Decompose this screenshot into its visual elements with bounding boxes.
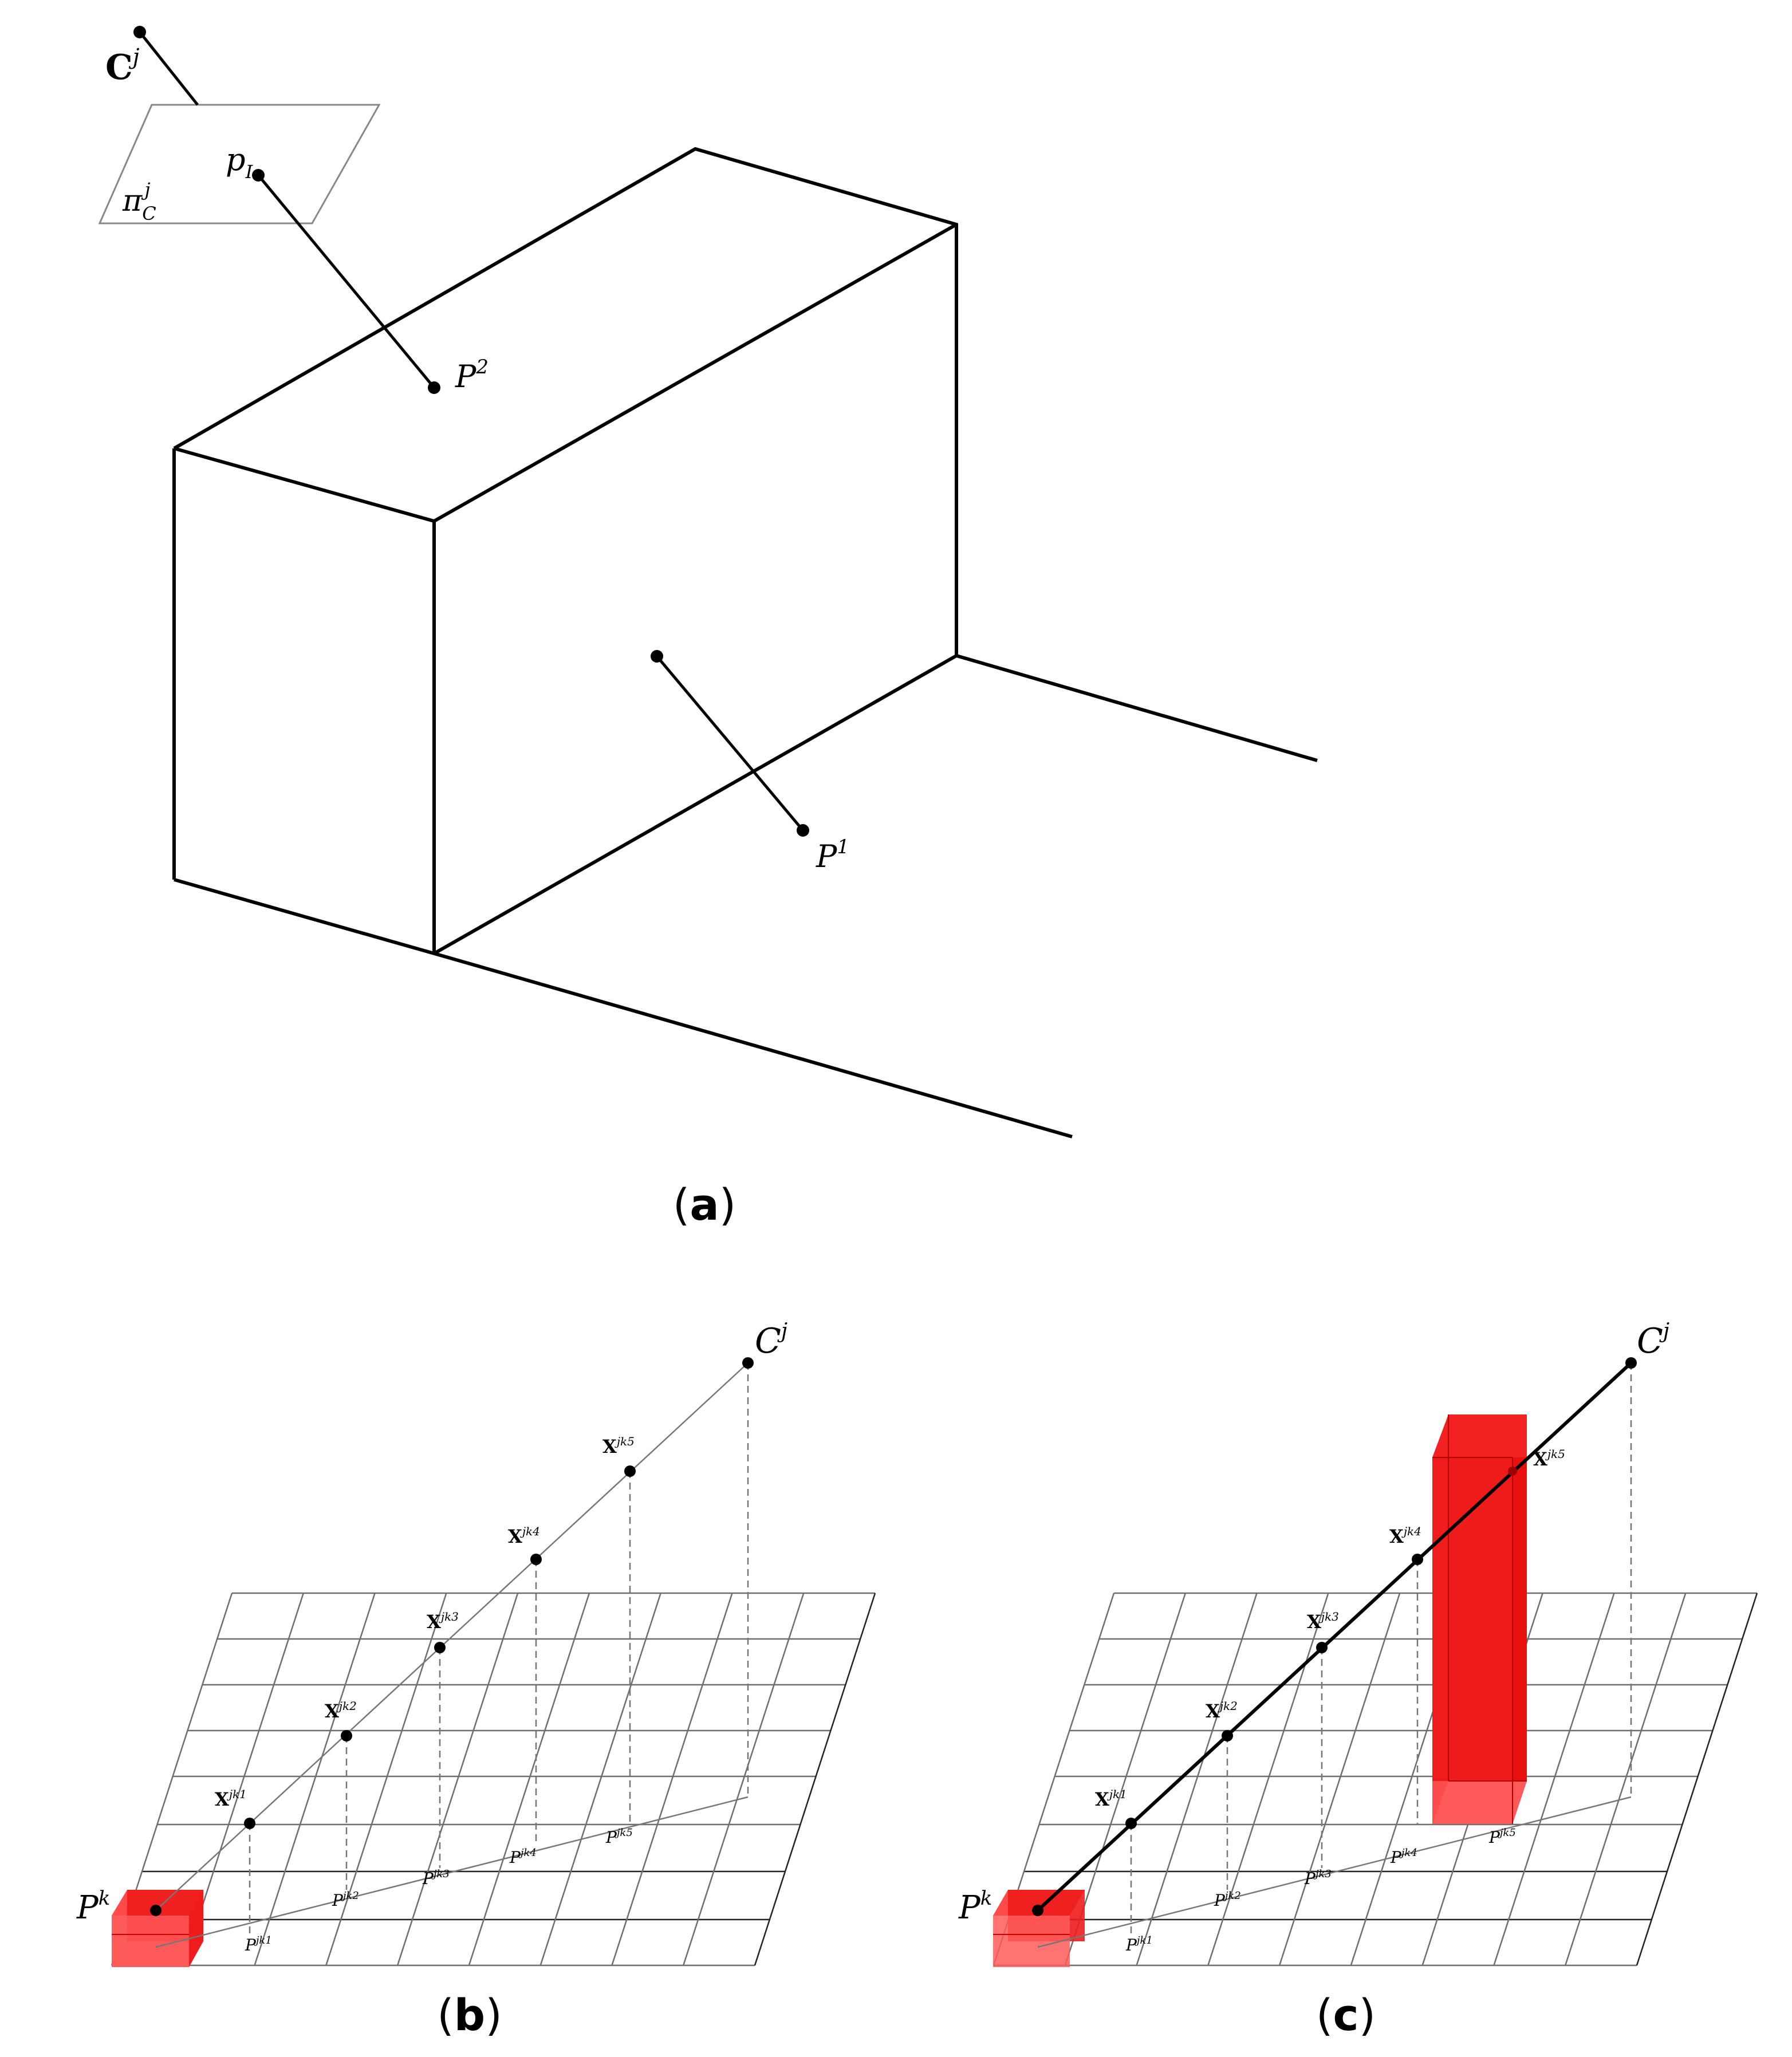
grid-column-line [683, 1593, 805, 1966]
ground-grid-b [111, 1592, 876, 1967]
ground-label-b-1: Pjk1 [245, 1934, 272, 1954]
grid-column-line [254, 1593, 376, 1966]
ground-label-b-5: Pjk5 [605, 1827, 633, 1847]
sample-label-c-1: Xjk1 [1095, 1787, 1127, 1810]
sample-label-c-5: Xjk5 [1533, 1447, 1565, 1470]
ground-grid-c [993, 1592, 1758, 1967]
grid-column-line [539, 1593, 661, 1966]
point-p2 [428, 381, 440, 394]
ray-b [155, 1362, 749, 1911]
sample-label-c-3: Xjk3 [1307, 1610, 1339, 1633]
sample-labels-b: Xjk1 Xjk2 Xjk3 Xjk4 Xjk5 [215, 1435, 635, 1810]
panel-a: Cj πCj pI P2 P1 (a) [98, 26, 1318, 1230]
label-image-point: pI [226, 141, 254, 183]
caption-a: (a) [673, 1179, 737, 1230]
ground-label-b-2: Pjk2 [332, 1890, 359, 1910]
ground-projection-line-c [1037, 1796, 1632, 1948]
camera-ray [139, 31, 199, 106]
sample-label-b-1: Xjk1 [215, 1787, 247, 1810]
ground-label-c-5: Pjk5 [1488, 1827, 1516, 1847]
label-voxel-c: Pk [958, 1887, 992, 1926]
image-plane [98, 104, 381, 224]
label-voxel-b: Pk [76, 1887, 110, 1926]
ground-label-c-4: Pjk4 [1390, 1847, 1417, 1867]
sample-points-b [150, 1357, 754, 1916]
ray-image-to-p2 [257, 174, 435, 389]
ground-label-c-3: Pjk3 [1304, 1868, 1332, 1888]
grid-column-line [1565, 1593, 1687, 1966]
sample-points-c [1032, 1357, 1637, 1916]
sample-labels-c: Xjk1 Xjk2 Xjk3 Xjk4 Xjk5 [1095, 1447, 1565, 1810]
dashed-drops-c [1130, 1363, 1632, 1937]
camera-center-point [133, 26, 146, 38]
label-image-plane: πCj [122, 179, 156, 224]
grid-column-line [1493, 1593, 1615, 1966]
grid-column-line [325, 1593, 447, 1966]
ground-label-c-1: Pjk1 [1125, 1934, 1153, 1954]
grid-column-line [1636, 1593, 1758, 1966]
label-camera-b: Cj [755, 1319, 787, 1361]
label-p2: P2 [455, 356, 489, 395]
sample-label-b-5: Xjk5 [602, 1435, 635, 1457]
grid-column-line [396, 1593, 519, 1966]
point-p1 [797, 824, 809, 837]
label-p1: P1 [816, 836, 849, 874]
caption-b: (b) [437, 1989, 502, 2040]
label-camera-a: Cj [105, 44, 140, 88]
sample-label-b-2: Xjk2 [325, 1699, 357, 1722]
sample-label-b-3: Xjk3 [427, 1610, 459, 1633]
ray-c [1036, 1361, 1633, 1912]
ray-start-point [651, 650, 663, 663]
sample-label-c-2: Xjk2 [1206, 1699, 1238, 1722]
ground-label-b-4: Pjk4 [509, 1847, 537, 1867]
ray-to-p1 [656, 655, 804, 832]
voxel-pk-c [993, 1890, 1085, 1967]
ground-label-c-2: Pjk2 [1214, 1890, 1241, 1910]
grid-column-line [1207, 1593, 1329, 1966]
sample-label-b-4: Xjk4 [508, 1524, 540, 1547]
caption-c: (c) [1316, 1989, 1376, 2040]
grid-column-line [611, 1593, 733, 1966]
label-camera-c: Cj [1637, 1319, 1669, 1361]
dashed-drops-b [249, 1363, 749, 1937]
grid-column-line [1136, 1593, 1258, 1966]
ground-label-b-3: Pjk3 [422, 1868, 450, 1888]
occluding-column-c [1432, 1414, 1527, 1824]
grid-column-line [1064, 1593, 1186, 1966]
box [172, 147, 1318, 1138]
voxel-pk-b [112, 1890, 203, 1967]
grid-column-line [754, 1593, 876, 1966]
ground-projection-line-b [155, 1796, 749, 1948]
ground-labels-c: Pjk1 Pjk2 Pjk3 Pjk4 Pjk5 [1125, 1827, 1516, 1954]
grid-column-line [468, 1593, 590, 1966]
grid-column-line [1278, 1593, 1401, 1966]
image-point [252, 169, 265, 182]
ground-labels-b: Pjk1 Pjk2 Pjk3 Pjk4 Pjk5 [245, 1827, 633, 1954]
sample-label-c-4: Xjk4 [1389, 1524, 1421, 1547]
